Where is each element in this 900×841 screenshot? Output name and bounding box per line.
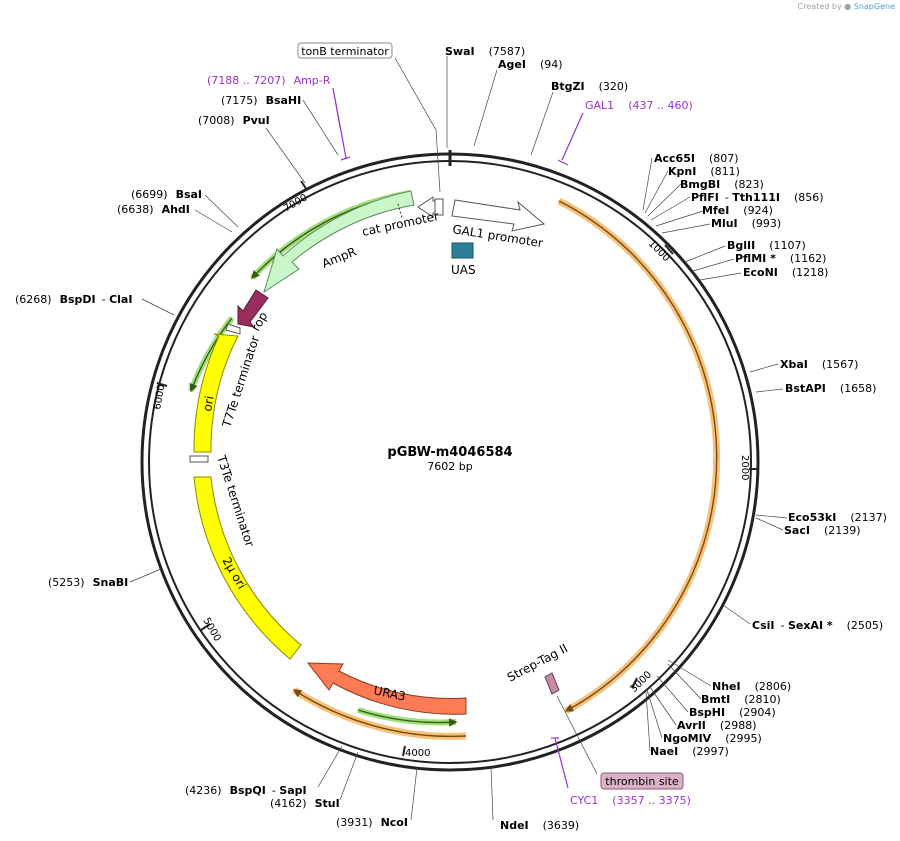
site-csii: CsiI- SexAI *(2505) <box>752 619 883 632</box>
site-agei: AgeI(94) <box>498 58 563 71</box>
ampr-label: AmpR <box>320 244 358 270</box>
site-nhei: NheI(2806) <box>712 680 791 693</box>
site-ndei: NdeI(3639) <box>500 819 579 832</box>
tonb-terminator-label: tonB terminator <box>301 45 389 58</box>
terminator-arrow-top <box>225 323 241 335</box>
uas-label: UAS <box>451 263 476 277</box>
site-cyc1: CYC1(3357 .. 3375) <box>570 794 691 807</box>
uas-box <box>451 242 474 259</box>
gal1-promoter-arrow <box>451 199 546 232</box>
plasmid-size: 7602 bp <box>427 460 472 473</box>
site-bspdi: (6268)BspDI- ClaI <box>15 293 132 306</box>
site-avrii: AvrII(2988) <box>677 719 756 732</box>
brand-name: SnapGene <box>853 2 895 11</box>
site-saci: SacI(2139) <box>784 524 861 537</box>
tick-5000: 5000 <box>200 616 222 644</box>
site-gal1: GAL1(437 .. 460) <box>585 99 693 112</box>
thrombin-site-label: thrombin site <box>605 775 679 788</box>
site-eco53ki: Eco53kI(2137) <box>788 511 887 524</box>
tonb-terminator-block <box>434 198 444 216</box>
strep-tag-box <box>544 672 560 695</box>
site-pvui: (7008)PvuI <box>198 114 270 127</box>
site-bmti: BmtI(2810) <box>701 693 781 706</box>
site-ampr: (7188 .. 7207)Amp-R <box>207 74 331 87</box>
rop-arrow <box>237 289 269 328</box>
thrombin-site-box <box>600 772 684 790</box>
snapgene-logo-icon: ● <box>844 2 852 11</box>
green-band-left <box>189 317 233 393</box>
site-acc65i: Acc65I(807) <box>654 152 739 165</box>
tick-4000: 4000 <box>405 748 430 759</box>
site-kpni: KpnI(811) <box>668 165 740 178</box>
site-bspqi: (4236)BspQI- SapI <box>185 784 307 797</box>
site-ngomiv: NgoMIV(2995) <box>663 732 762 745</box>
plasmid-name: pGBW-m4046584 <box>387 445 512 460</box>
tick-3000: 3000 <box>628 669 654 695</box>
orange-band-bottom <box>292 689 467 738</box>
site-xbai: XbaI(1567) <box>780 358 858 371</box>
site-mfei: MfeI(924) <box>702 204 773 217</box>
ampr-arrow <box>263 190 415 294</box>
ori-label: ori <box>200 395 216 413</box>
site-snabi: (5253)SnaBI <box>48 576 128 589</box>
orange-band-right <box>558 200 718 712</box>
terminator-arrow-mid <box>189 455 209 463</box>
snapgene-brand: Created by ● SnapGene <box>798 2 895 11</box>
tick-6000: 6000 <box>152 384 167 411</box>
ura3-label: URA3 <box>372 683 407 703</box>
tonb-terminator-box <box>297 42 393 59</box>
site-mlui: MluI(993) <box>711 217 781 230</box>
site-bglii: BglII(1107) <box>727 239 806 252</box>
site-pflfi: PflFI- Tth111I(856) <box>691 191 824 204</box>
site-stui: (4162)StuI <box>270 797 340 810</box>
brand-prefix: Created by <box>797 2 842 11</box>
site-pflmi: PflMI *(1162) <box>735 252 826 265</box>
ori-arrow <box>193 333 239 453</box>
tick-2000: 2000 <box>739 455 750 480</box>
site-ahdi: (6638)AhdI <box>117 203 190 216</box>
orange-band-right-glow <box>557 197 721 715</box>
site-bstapi: BstAPI(1658) <box>785 382 876 395</box>
two-mu-ori-arrow <box>193 476 302 660</box>
strep-tag-label: Strep-Tag II <box>505 641 570 685</box>
site-bmgbi: BmgBI(823) <box>680 178 764 191</box>
site-bsphi: BspHI(2904) <box>689 706 776 719</box>
green-band-ura3 <box>357 709 458 727</box>
ura3-arrow <box>306 662 467 715</box>
site-bsai: (6699)BsaI <box>131 188 202 201</box>
site-bsahi: (7175)BsaHI <box>221 94 301 107</box>
site-swai: SwaI(7587) <box>445 45 525 58</box>
site-btgzi: BtgZI(320) <box>551 80 628 93</box>
site-naei: NaeI(2997) <box>650 745 729 758</box>
ampr-divider <box>397 203 403 219</box>
site-econi: EcoNI(1218) <box>743 266 828 279</box>
site-ncoi: (3931)NcoI <box>336 816 408 829</box>
